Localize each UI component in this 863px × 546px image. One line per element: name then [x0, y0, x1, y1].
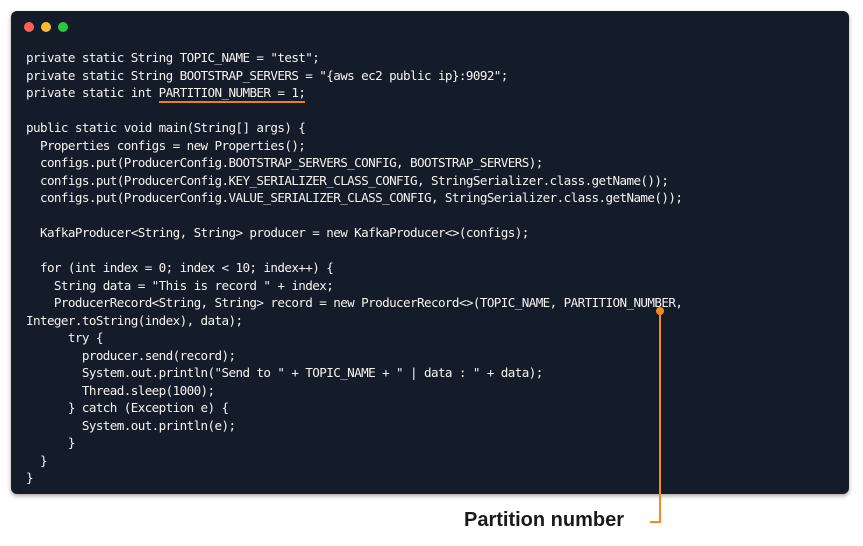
code-line: } [26, 452, 48, 468]
code-line: configs.put(ProducerConfig.BOOTSTRAP_SER… [26, 155, 543, 170]
code-window: private static String TOPIC_NAME = "test… [11, 11, 849, 494]
code-line [26, 102, 682, 120]
minimize-window-dot[interactable] [41, 22, 51, 32]
code-line: private static int PARTITION_NUMBER = 1; [26, 84, 682, 103]
code-line: configs.put(ProducerConfig.VALUE_SERIALI… [26, 190, 683, 205]
highlighted-partition-number: PARTITION_NUMBER = 1; [158, 85, 306, 103]
callout-connector-foot [650, 521, 661, 523]
maximize-window-dot[interactable] [58, 22, 68, 32]
code-line: producer.send(record); [26, 347, 236, 363]
code-line [26, 242, 682, 260]
code-line: Integer.toString(index), data); [26, 312, 243, 328]
code-block: private static String TOPIC_NAME = "test… [26, 49, 683, 487]
close-window-dot[interactable] [24, 22, 34, 32]
code-line: System.out.println("Send to " + TOPIC_NA… [26, 365, 543, 380]
window-controls [24, 22, 68, 32]
code-line: ProducerRecord<String, String> record = … [26, 295, 683, 310]
code-line: Thread.sleep(1000); [26, 382, 215, 398]
code-line [26, 207, 682, 225]
code-line: } [26, 470, 34, 485]
code-line-prefix: private static int [26, 85, 159, 100]
code-line: configs.put(ProducerConfig.KEY_SERIALIZE… [26, 172, 669, 188]
code-line: } catch (Exception e) { [26, 400, 229, 415]
callout-marker-dot [656, 307, 664, 315]
code-line: try { [26, 330, 104, 345]
code-line: } [26, 435, 76, 450]
code-line: private static String TOPIC_NAME = "test… [26, 50, 320, 65]
callout-label: Partition number [464, 509, 625, 531]
code-line: private static String BOOTSTRAP_SERVERS … [26, 67, 508, 83]
code-line: public static void main(String[] args) { [26, 120, 306, 135]
code-line: for (int index = 0; index < 10; index++)… [26, 260, 334, 275]
code-line: System.out.println(e); [26, 417, 236, 433]
code-line: String data = "This is record " + index; [26, 277, 334, 293]
code-line: KafkaProducer<String, String> producer =… [26, 225, 529, 240]
code-line: Properties configs = new Properties(); [26, 137, 306, 153]
callout-connector-line [659, 313, 661, 523]
